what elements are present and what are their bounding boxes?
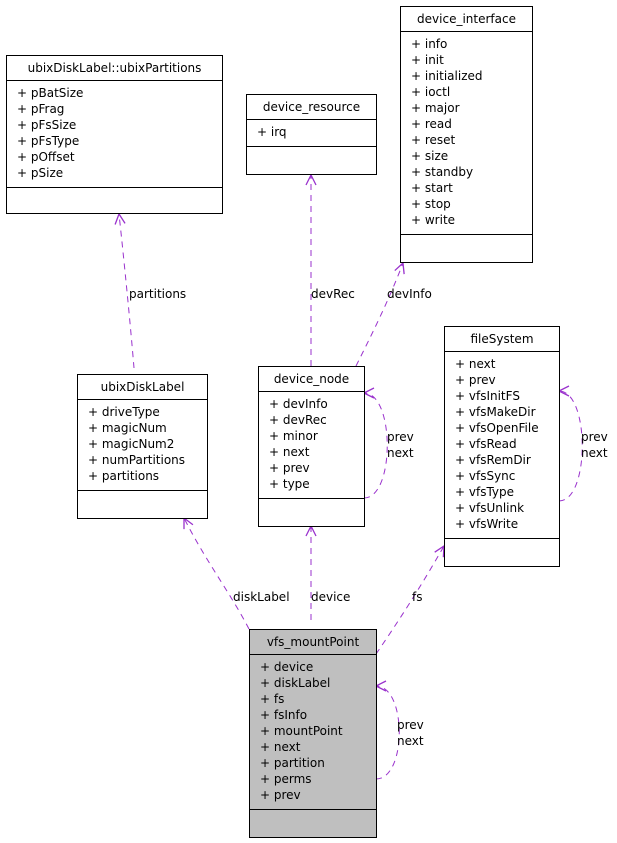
class-ubix-partitions[interactable]: ubixDiskLabel::ubixPartitions + pBatSize… [6,55,223,214]
edge-fs [375,546,444,655]
attribute: + ioctl [411,85,451,99]
attribute: + vfsOpenFile [455,421,539,435]
edge-label-mount-next: next [397,734,424,748]
class-vfs-mount-point[interactable]: vfs_mountPoint + device + diskLabel + fs… [249,629,377,838]
attribute: + standby [411,165,474,179]
attribute: + prev [455,373,496,387]
edge-devinfo [355,263,403,367]
attribute-list: + irq [247,120,376,147]
attribute: + prev [269,461,310,475]
attribute: + partition [260,756,325,770]
attribute: + numPartitions [88,453,186,467]
attribute: + reset [411,133,456,147]
attribute: + initialized [411,69,483,83]
attribute: + next [260,740,301,754]
edge-label-fs-prev: prev [581,430,608,444]
attribute: + magicNum2 [88,437,175,451]
attribute: + pFrag [17,102,65,116]
attribute-list: + pBatSize + pFrag + pFsSize + pFsType +… [7,81,222,188]
attribute: + minor [269,429,318,443]
attribute: + driveType [88,405,160,419]
edge-label-node-prev: prev [387,430,414,444]
attribute: + stop [411,197,451,211]
class-title: fileSystem [445,327,559,352]
attribute: + prev [260,788,301,802]
attribute: + diskLabel [260,676,331,690]
class-title: device_node [259,367,364,392]
class-device-node[interactable]: device_node + devInfo + devRec + minor +… [258,366,365,527]
edge-node-self [364,393,388,499]
attribute: + type [269,477,310,491]
attribute: + mountPoint [260,724,343,738]
attribute: + next [269,445,310,459]
attribute: + pOffset [17,150,75,164]
attribute: + pSize [17,166,64,180]
class-device-resource[interactable]: device_resource + irq [246,94,377,175]
edge-label-mount-prev: prev [397,718,424,732]
edge-label-fs-next: next [581,446,608,460]
class-title: vfs_mountPoint [250,630,376,655]
attribute: + magicNum [88,421,167,435]
attribute: + size [411,149,449,163]
attribute: + vfsRemDir [455,453,531,467]
attribute: + devInfo [269,397,328,411]
edge-label-device: device [311,590,351,604]
class-ubix-disk-label[interactable]: ubixDiskLabel + driveType + magicNum + m… [77,374,208,519]
edge-label-node-next: next [387,446,414,460]
attribute-list: + driveType + magicNum + magicNum2 + num… [78,400,207,491]
attribute: + fs [260,692,285,706]
attribute: + perms [260,772,312,786]
attribute: + vfsType [455,485,515,499]
edge-label-devrec: devRec [311,287,355,301]
edge-label-disklabel: diskLabel [233,590,290,604]
attribute: + pBatSize [17,86,84,100]
class-title: device_resource [247,95,376,120]
class-title: ubixDiskLabel::ubixPartitions [7,56,222,81]
attribute: + vfsInitFS [455,389,520,403]
attribute: + vfsRead [455,437,517,451]
edge-fs-self [559,391,583,502]
attribute-list: + info + init + initialized + ioctl + ma… [401,32,532,235]
attribute: + partitions [88,469,160,483]
edge-label-devinfo: devInfo [387,287,432,301]
attribute: + next [455,357,496,371]
edge-partitions [119,214,135,369]
attribute: + vfsWrite [455,517,519,531]
attribute: + pFsType [17,134,80,148]
attribute-list: + devInfo + devRec + minor + next + prev… [259,392,364,499]
attribute: + devRec [269,413,327,427]
attribute: + vfsSync [455,469,516,483]
attribute: + write [411,213,456,227]
edge-label-fs: fs [412,590,423,604]
attribute: + vfsUnlink [455,501,525,515]
attribute: + device [260,660,314,674]
class-title: ubixDiskLabel [78,375,207,400]
edge-mount-self [376,686,400,780]
attribute: + read [411,117,452,131]
class-file-system[interactable]: fileSystem + next + prev + vfsInitFS + v… [444,326,560,567]
attribute: + vfsMakeDir [455,405,536,419]
attribute: + major [411,101,460,115]
class-title: device_interface [401,7,532,32]
attribute: + info [411,37,448,51]
attribute: + fsInfo [260,708,308,722]
edge-label-partitions: partitions [129,287,187,301]
attribute: + init [411,53,444,67]
attribute: + irq [257,125,287,139]
attribute-list: + device + diskLabel + fs + fsInfo + mou… [250,655,376,810]
attribute: + pFsSize [17,118,77,132]
class-device-interface[interactable]: device_interface + info + init + initial… [400,6,533,263]
attribute-list: + next + prev + vfsInitFS + vfsMakeDir +… [445,352,559,539]
attribute: + start [411,181,453,195]
edge-disklabel [184,518,250,630]
